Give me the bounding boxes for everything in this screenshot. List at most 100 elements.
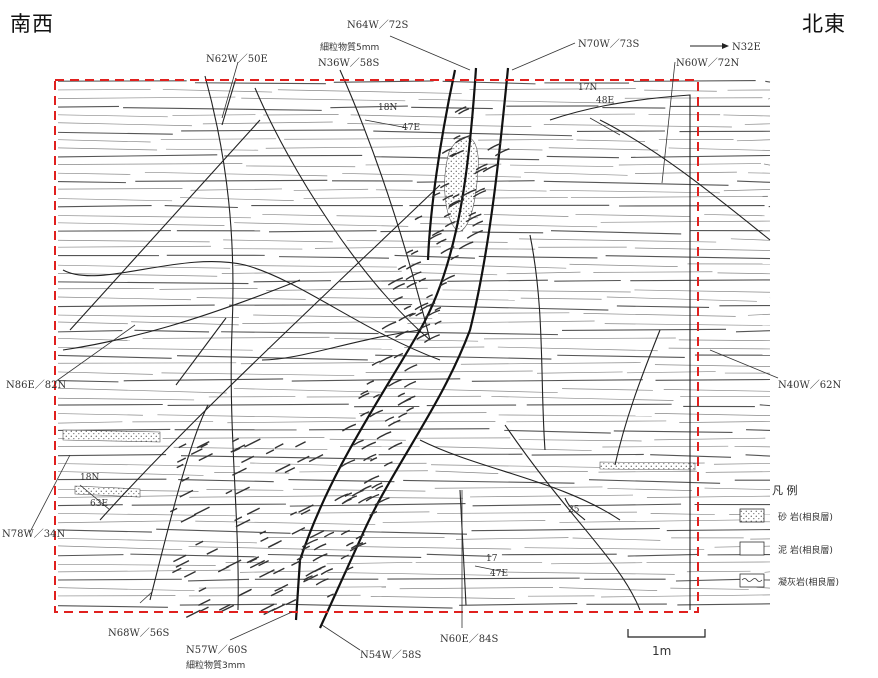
bedding-line [227,420,387,424]
bedding-line [485,113,635,116]
fabric-dash [196,440,210,449]
bedding-line [588,479,721,484]
label-fine-3mm: 細粒物質3mm [186,659,245,671]
fabric-dash [398,312,414,322]
bedding-line [469,88,636,90]
bedding-line [57,347,253,351]
fabric-dash [241,455,255,464]
bedding-line [713,463,771,465]
bedding-line [765,80,771,83]
fabric-dash [259,569,275,578]
legend-sandstone-swatch [739,508,765,523]
scale-bar-icon [627,629,706,638]
fabric-dash [454,106,467,113]
label-n54w-58s: N54W／58S [360,649,421,661]
bedding-line [470,494,633,498]
bedding-line [438,312,570,314]
bedding-line [634,247,771,251]
bedding-line [234,222,409,227]
bedding-line [57,114,168,118]
fabric-dash [298,504,314,513]
label-63e: 63E [90,499,108,509]
bedding-line [723,114,771,117]
orientation-labels: N64W／72S 細粒物質5mm N36W／58S N70W／73S N62W／… [2,19,841,671]
bedding-line [655,378,771,381]
bedding-line [181,455,373,460]
bedding-line [367,497,463,499]
bedding-line [306,395,482,398]
bedding-line [442,80,536,85]
fabric-dash [361,441,377,450]
bedding-line [181,129,365,132]
label-17: 17 [486,554,498,564]
bedding-line [569,263,678,268]
fabric-dash [260,603,275,612]
legend-tuff-label: 凝灰岩(相良層) [778,576,839,588]
bedding-line [478,138,574,141]
fabric-dash [392,296,403,303]
fabric-dash [403,305,412,311]
fabric-dash [314,565,326,573]
fabric-dash [387,379,402,387]
label-n86e-82n: N86E／82N [6,379,66,391]
bedding-line [162,89,273,93]
shear-fabric [169,106,510,618]
bedding-line [407,320,595,324]
fabric-dash [340,459,356,468]
fabric-dash [428,232,442,241]
north-arrow-label: N32E [732,42,761,53]
bedding-line [57,545,183,551]
fabric-dash [259,530,267,535]
bedding-line [484,337,676,340]
fabric-dash [360,411,370,417]
fabric-dash [452,193,460,199]
bedding-line [57,520,182,524]
bedding-line [57,239,210,243]
bedding-line [161,372,355,376]
bedding-line [240,362,375,365]
bedding-line [202,121,333,125]
fabric-dash [246,507,260,516]
bedding-line [279,256,389,259]
bedding-line [57,273,218,277]
bedding-line [57,454,167,457]
fabric-dash [448,199,461,207]
bedding-line [572,537,661,541]
label-48e: 48E [596,96,614,106]
fabric-dash [320,568,334,576]
fabric-dash [290,511,298,516]
bedding-line [394,254,475,259]
fabric-dash [193,506,210,516]
bedding-line [550,230,682,235]
fabric-dash [474,187,485,194]
fabric-dash [388,419,401,427]
fabric-dash [444,220,456,228]
fabric-dash [301,545,311,551]
bedding-line [498,414,652,417]
bedding-line [375,354,552,360]
bedding-line [497,346,658,352]
bedding-line [666,528,771,532]
fabric-dash [466,229,483,239]
bedding-line [616,305,710,309]
bedding-line [57,421,123,424]
bedding-line [746,429,771,431]
bedding-line [403,479,575,484]
fabric-dash [350,541,364,550]
fabric-dash [326,593,334,598]
bedding-line [195,520,376,526]
bedding-line [57,330,123,333]
fabric-dash [274,443,284,449]
bedding-line [634,289,771,293]
bedding-line [245,165,356,168]
legend-sandstone-label: 砂 岩(相良層) [778,511,833,523]
fabric-dash [376,431,392,440]
label-47e: 47E [402,123,420,133]
bedding-line [57,154,218,158]
fabric-dash [414,215,423,221]
fabric-dash [415,311,424,317]
bedding-line [178,478,274,483]
bedding-line [57,578,182,581]
bedding-line [382,520,546,523]
bedding-line [675,578,742,582]
